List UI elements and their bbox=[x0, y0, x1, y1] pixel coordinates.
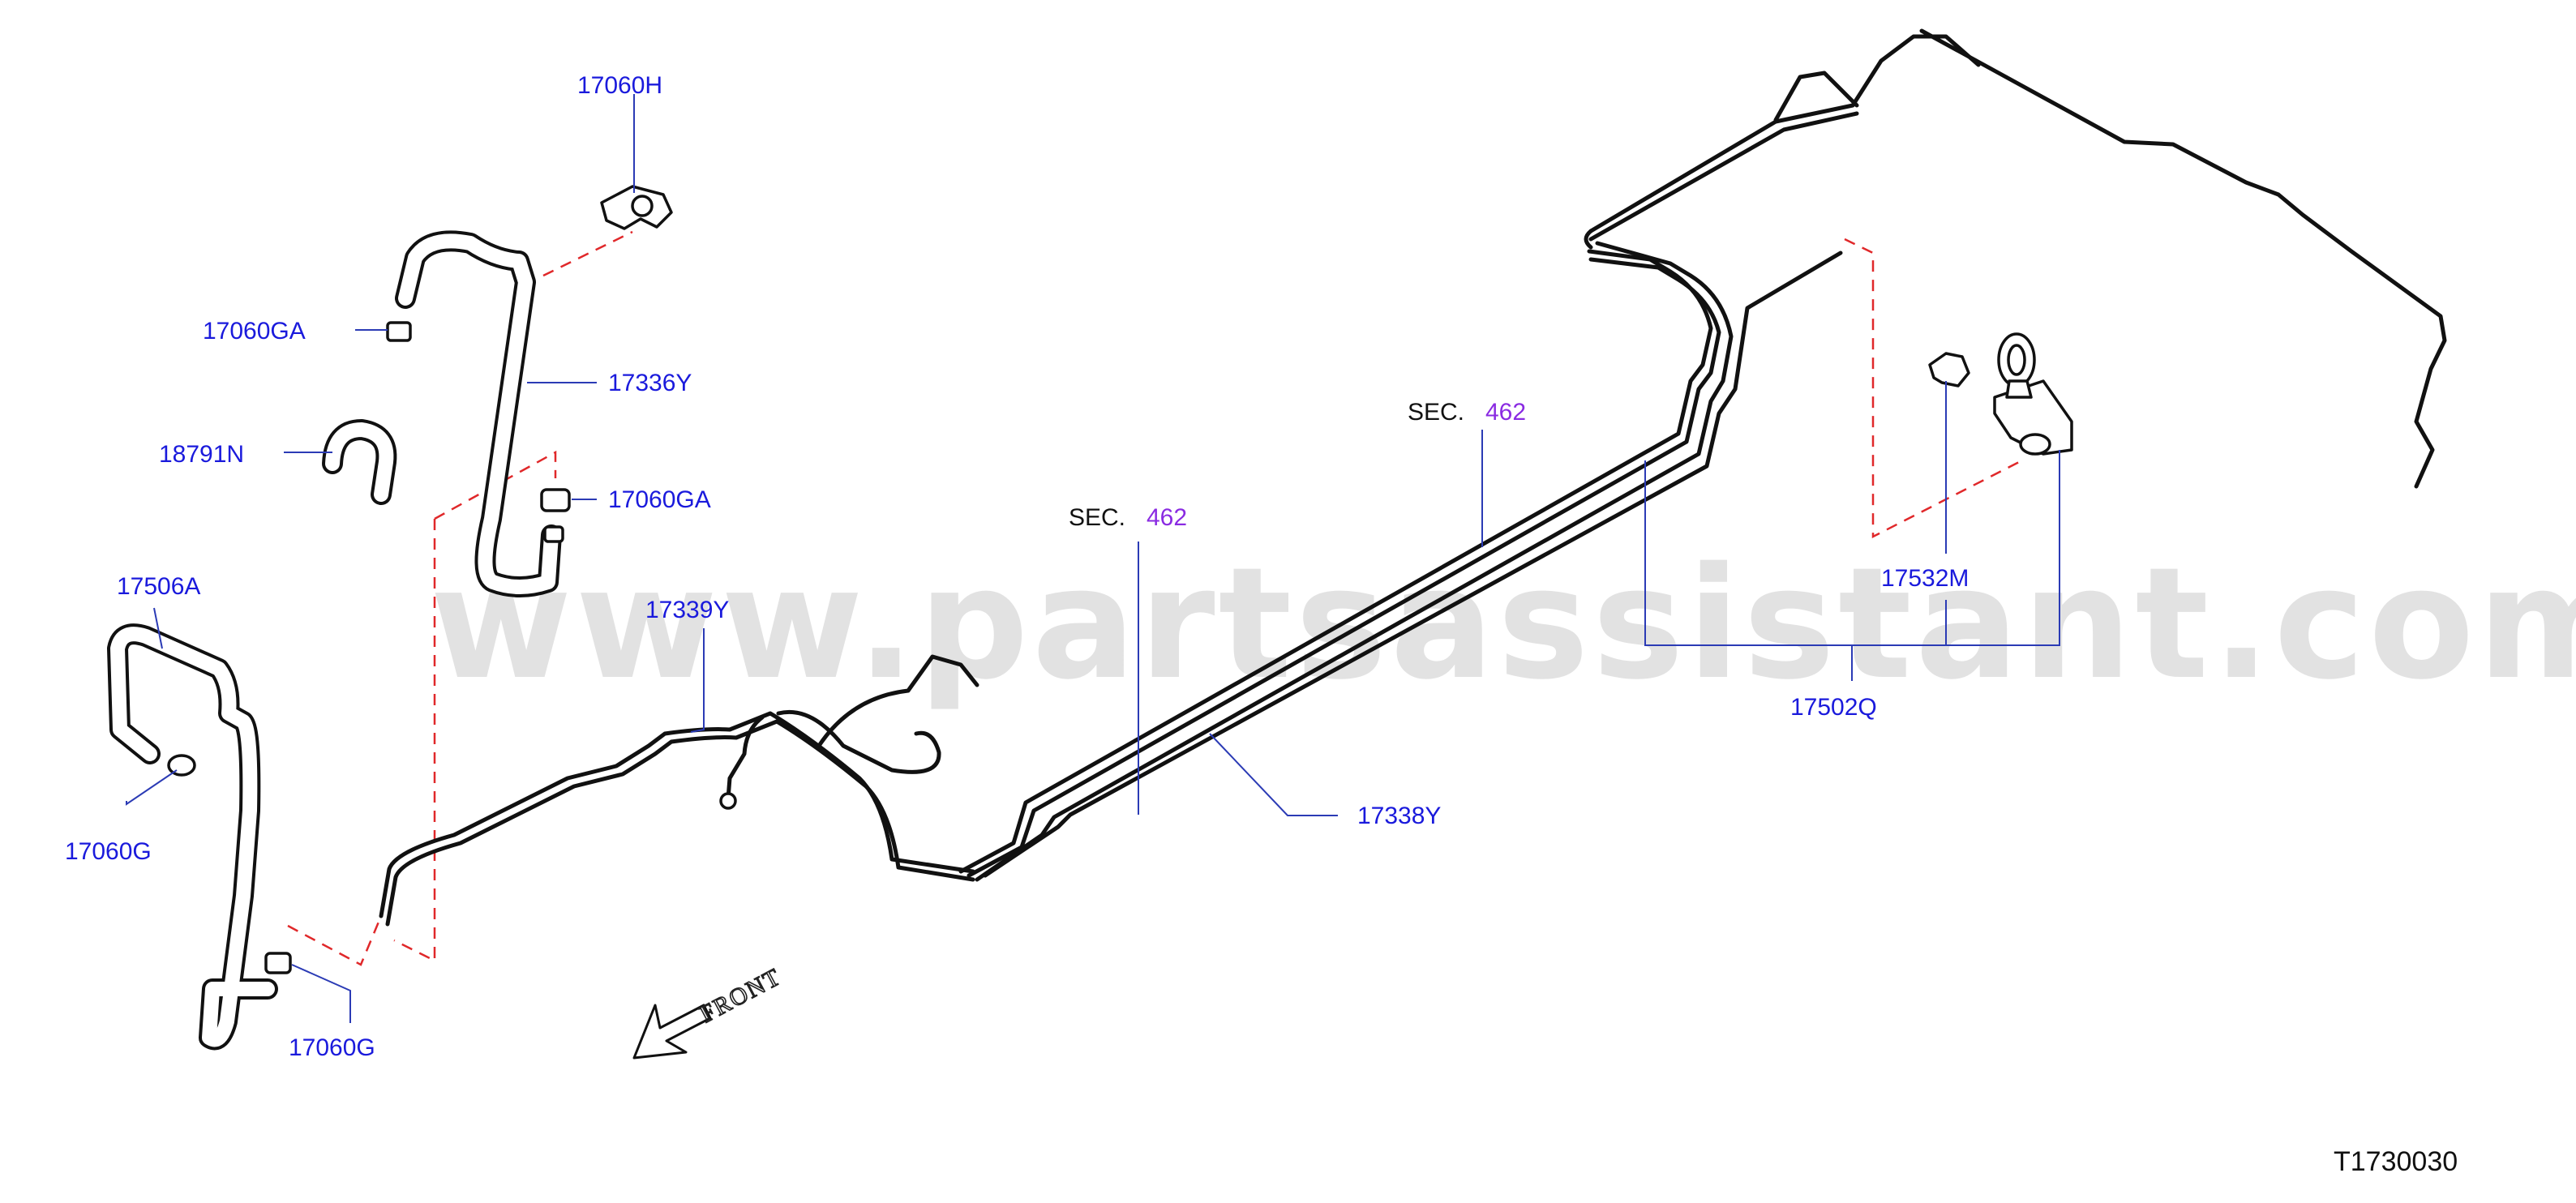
clip-17532m bbox=[1928, 352, 1970, 387]
tube-17339y bbox=[379, 654, 979, 927]
label-17060ga-mid: 17060GA bbox=[608, 486, 711, 513]
label-17532m: 17532M bbox=[1881, 565, 1969, 592]
section-prefix: SEC. bbox=[1408, 399, 1464, 426]
hose-17336y bbox=[395, 230, 562, 597]
hose-18791n bbox=[322, 419, 397, 505]
hose-17506a bbox=[107, 623, 278, 1051]
section-ref-2: SEC. 462 bbox=[1408, 399, 1526, 426]
label-17060g-bottom: 17060G bbox=[289, 1034, 375, 1061]
label-17506a: 17506A bbox=[117, 573, 200, 600]
watermark: www.partsassistant.com bbox=[430, 534, 2576, 713]
label-17339y: 17339Y bbox=[645, 597, 729, 623]
clip-17060g-bottom bbox=[264, 952, 292, 974]
section-number: 462 bbox=[1485, 399, 1526, 426]
section-prefix: SEC. bbox=[1069, 504, 1125, 531]
label-17336y: 17336Y bbox=[608, 370, 692, 396]
front-direction-indicator: FRONT bbox=[632, 962, 787, 1060]
front-arrow-icon bbox=[632, 1004, 712, 1060]
clip-17060ga-mid bbox=[540, 488, 571, 543]
label-17060g-left: 17060G bbox=[65, 838, 152, 865]
leader-lines bbox=[126, 94, 2060, 1023]
label-17060h: 17060H bbox=[577, 72, 662, 99]
drawing-reference: T1730030 bbox=[2334, 1146, 2458, 1177]
filler-assembly-17502q bbox=[1993, 332, 2073, 456]
section-number: 462 bbox=[1147, 504, 1187, 531]
tube-17338y bbox=[958, 28, 2447, 882]
clip-17060ga-top bbox=[386, 321, 412, 342]
section-ref-1: SEC. 462 bbox=[1069, 504, 1187, 531]
label-17338y: 17338Y bbox=[1357, 803, 1441, 829]
clip-17060g-left bbox=[167, 754, 196, 777]
label-18791n: 18791N bbox=[159, 441, 244, 468]
clip-17060h bbox=[600, 185, 673, 230]
label-17060ga-top: 17060GA bbox=[203, 318, 306, 345]
front-label: FRONT bbox=[696, 963, 786, 1028]
label-17502q: 17502Q bbox=[1790, 694, 1877, 721]
